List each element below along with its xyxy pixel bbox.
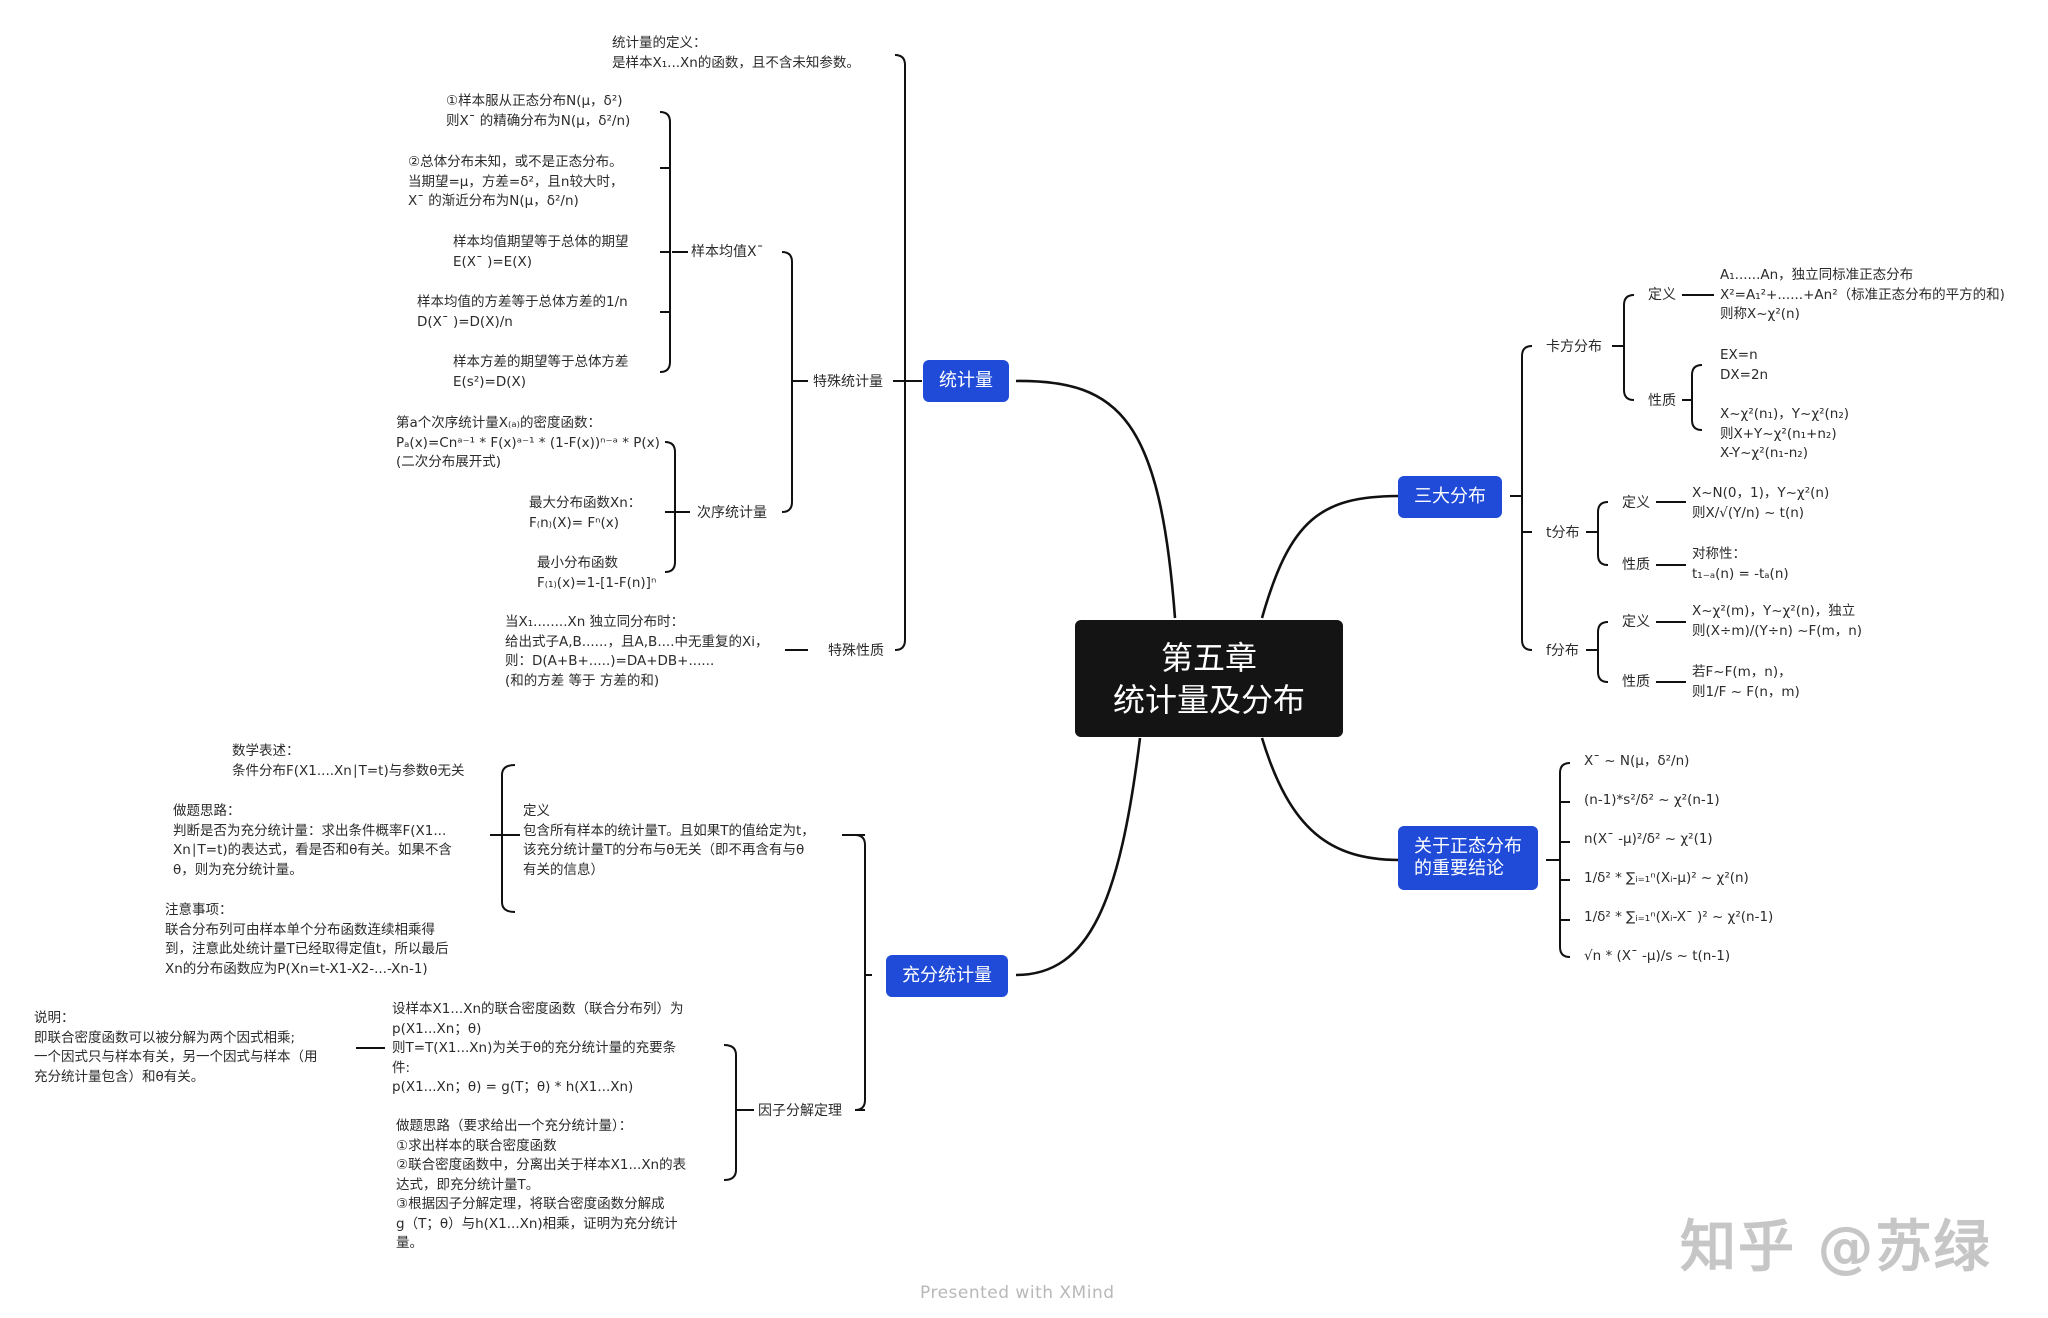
t-dist-label[interactable]: t分布	[1546, 525, 1580, 541]
def-item: 注意事项： 联合分布列可由样本单个分布函数连续相乘得 到，注意此处统计量T已经取…	[165, 902, 449, 977]
t-def-label[interactable]: 定义	[1622, 495, 1650, 511]
normal-item: n(X¯ -μ)²/δ² ~ χ²(1)	[1584, 831, 1713, 847]
chi-definition: A₁......An，独立同标准正态分布 X²=A₁²+......+An²（标…	[1720, 267, 2005, 322]
normal-item: X¯ ~ N(μ，δ²/n)	[1584, 753, 1690, 769]
factor-item: 做题思路（要求给出一个充分统计量）： ①求出样本的联合密度函数 ②联合密度函数中…	[396, 1118, 687, 1251]
f-prop-label[interactable]: 性质	[1622, 674, 1650, 690]
factor-note: 说明： 即联合密度函数可以被分解为两个因式相乘; 一个因式只与样本有关，另一个因…	[34, 1010, 318, 1085]
f-definition: X~χ²(m)，Y~χ²(n)，独立 则(X÷m)/(Y÷n) ~F(m，n)	[1692, 603, 1863, 639]
sample-mean-label[interactable]: 样本均值X¯	[691, 244, 764, 260]
topic-three-distributions[interactable]: 三大分布	[1398, 476, 1502, 518]
f-dist-label[interactable]: f分布	[1546, 643, 1579, 659]
def-item: 做题思路： 判断是否为充分统计量：求出条件概率F(X1... Xn∣T=t)的表…	[173, 803, 452, 878]
chi-square-label[interactable]: 卡方分布	[1546, 339, 1602, 355]
mean-item: ①样本服从正态分布N(μ，δ²) 则X¯ 的精确分布为N(μ，δ²/n)	[446, 93, 631, 129]
factor-item: 设样本X1...Xn的联合密度函数（联合分布列）为 p(X1...Xn；θ) 则…	[392, 1001, 684, 1095]
suff-definition: 定义 包含所有样本的统计量T。且如果T的值给定为t， 该充分统计量T的分布与θ无…	[523, 803, 815, 878]
special-prop-text: 当X₁........Xn 独立同分布时： 给出式子A,B......，且A,B…	[505, 614, 769, 689]
t-definition: X~N(0，1)，Y~χ²(n) 则X/√(Y/n) ~ t(n)	[1692, 485, 1830, 521]
chi-prop-label[interactable]: 性质	[1648, 393, 1676, 409]
t-prop: 对称性： t₁₋ₐ(n) = -tₐ(n)	[1692, 546, 1789, 582]
normal-item: (n-1)*s²/δ² ~ χ²(n-1)	[1584, 792, 1720, 808]
f-prop: 若F~F(m，n)， 则1/F ~ F(n，m)	[1692, 664, 1800, 700]
special-stats-label[interactable]: 特殊统计量	[813, 374, 883, 390]
mean-item: 样本方差的期望等于总体方差 E(s²)=D(X)	[453, 354, 629, 390]
order-item: 最大分布函数Xn： F₍n₎(X)= Fⁿ(x)	[529, 495, 642, 531]
special-prop-label[interactable]: 特殊性质	[828, 643, 884, 659]
t-prop-label[interactable]: 性质	[1622, 557, 1650, 573]
mean-item: ②总体分布未知，或不是正态分布。 当期望=μ，方差=δ²，且n较大时， X¯ 的…	[408, 154, 624, 209]
normal-item: √n * (X¯ -μ)/s ~ t(n-1)	[1584, 948, 1731, 964]
def-item: 数学表述： 条件分布F(X1....Xn∣T=t)与参数θ无关	[232, 743, 465, 779]
factor-theorem-label[interactable]: 因子分解定理	[758, 1103, 842, 1119]
mean-item: 样本均值的方差等于总体方差的1/n D(X¯ )=D(X)/n	[417, 294, 628, 330]
topic-sufficient-statistic[interactable]: 充分统计量	[886, 955, 1008, 997]
chi-def-label[interactable]: 定义	[1648, 287, 1676, 303]
chi-prop: X~χ²(n₁)，Y~χ²(n₂) 则X+Y~χ²(n₁+n₂) X-Y~χ²(…	[1720, 406, 1850, 461]
order-stat-label[interactable]: 次序统计量	[697, 505, 767, 521]
topic-normal-conclusions[interactable]: 关于正态分布 的重要结论	[1398, 826, 1538, 890]
chi-prop: EX=n DX=2n	[1720, 347, 1769, 383]
zhihu-watermark: 知乎 @苏绿	[1680, 1215, 1992, 1280]
topic-statistic[interactable]: 统计量	[923, 360, 1009, 402]
stat-definition: 统计量的定义： 是样本X₁...Xn的函数，且不含未知参数。	[612, 35, 860, 71]
xmind-footer: Presented with XMind	[920, 1283, 1115, 1303]
central-topic[interactable]: 第五章 统计量及分布	[1075, 620, 1343, 737]
order-item: 第a个次序统计量X₍ₐ₎的密度函数： Pₐ(x)=Cnᵃ⁻¹ * F(x)ᵃ⁻¹…	[396, 415, 660, 470]
normal-item: 1/δ² * ∑ᵢ₌₁ⁿ(Xᵢ-X¯ )² ~ χ²(n-1)	[1584, 909, 1774, 925]
normal-item: 1/δ² * ∑ᵢ₌₁ⁿ(Xᵢ-μ)² ~ χ²(n)	[1584, 870, 1749, 886]
mean-item: 样本均值期望等于总体的期望 E(X¯ )=E(X)	[453, 234, 629, 270]
order-item: 最小分布函数 F₍₁₎(x)=1-[1-F(n)]ⁿ	[537, 555, 657, 591]
f-def-label[interactable]: 定义	[1622, 614, 1650, 630]
